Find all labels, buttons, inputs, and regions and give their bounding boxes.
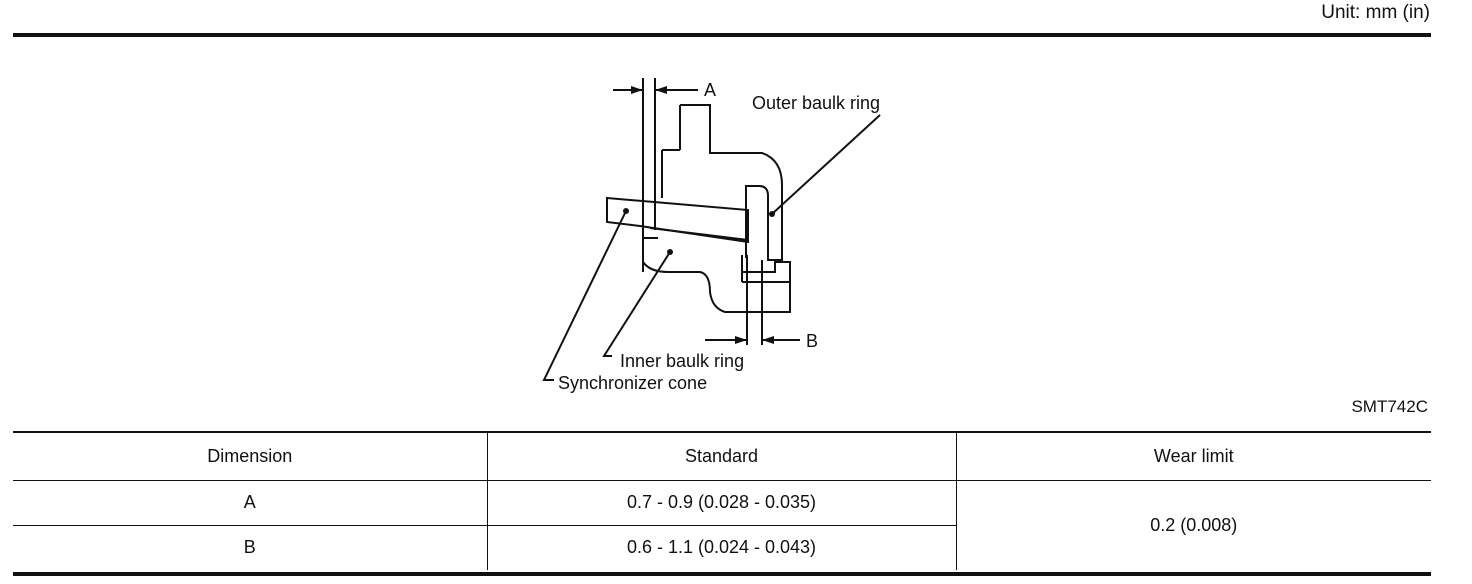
figure-code: SMT742C <box>1351 397 1428 416</box>
cone-leader-dot <box>623 208 629 214</box>
cell-standard: 0.6 - 1.1 (0.024 - 0.043) <box>486 525 956 570</box>
dim-b-label: B <box>806 331 818 351</box>
header-dimension: Dimension <box>13 431 487 481</box>
header-wear-limit: Wear limit <box>955 431 1431 481</box>
outer-ring-leader-dot <box>769 211 775 217</box>
baulk-ring-diagram: A B Outer baulk ring Inner baulk ring Sy… <box>542 78 881 393</box>
bottom-rule <box>13 572 1431 576</box>
dim-a-arrowhead-left <box>631 86 643 94</box>
inner-baulk-ring-shape <box>642 226 791 313</box>
table-row: B 0.6 - 1.1 (0.024 - 0.043) <box>13 525 1431 570</box>
inner-ring-leader <box>602 251 671 357</box>
cone-inner-taper <box>649 227 749 241</box>
cell-dimension: A <box>13 480 487 526</box>
cell-dimension: B <box>243 537 256 558</box>
outer-baulk-ring-label: Outer baulk ring <box>752 93 880 113</box>
outer-baulk-ring-shape <box>680 104 783 261</box>
table-header-row: Dimension Standard Wear limit <box>13 431 1431 481</box>
cell-wear-limit: 0.2 (0.008) <box>955 480 1431 570</box>
inner-ring-leader-dot <box>667 249 673 255</box>
cone-leader <box>542 210 627 381</box>
top-rule <box>13 33 1431 37</box>
table-row: A 0.7 - 0.9 (0.028 - 0.035) 0.2 (0.008) <box>13 480 1431 570</box>
header-standard: Standard <box>486 431 956 481</box>
dim-a-arrowhead-right <box>655 86 667 94</box>
synchronizer-cone-label: Synchronizer cone <box>558 373 707 393</box>
unit-label: Unit: mm (in) <box>1321 2 1430 23</box>
cell-standard: 0.7 - 0.9 (0.028 - 0.035) <box>486 480 956 526</box>
dim-a-label: A <box>704 80 716 100</box>
dim-b-arrowhead-right <box>762 336 774 344</box>
dim-b-arrowhead-left <box>735 336 747 344</box>
synchronizer-cone-shape <box>606 196 749 244</box>
spec-table: Dimension Standard Wear limit A 0.7 - 0.… <box>13 431 1431 570</box>
outer-ring-leader <box>771 114 881 215</box>
inner-baulk-ring-label: Inner baulk ring <box>620 351 744 371</box>
